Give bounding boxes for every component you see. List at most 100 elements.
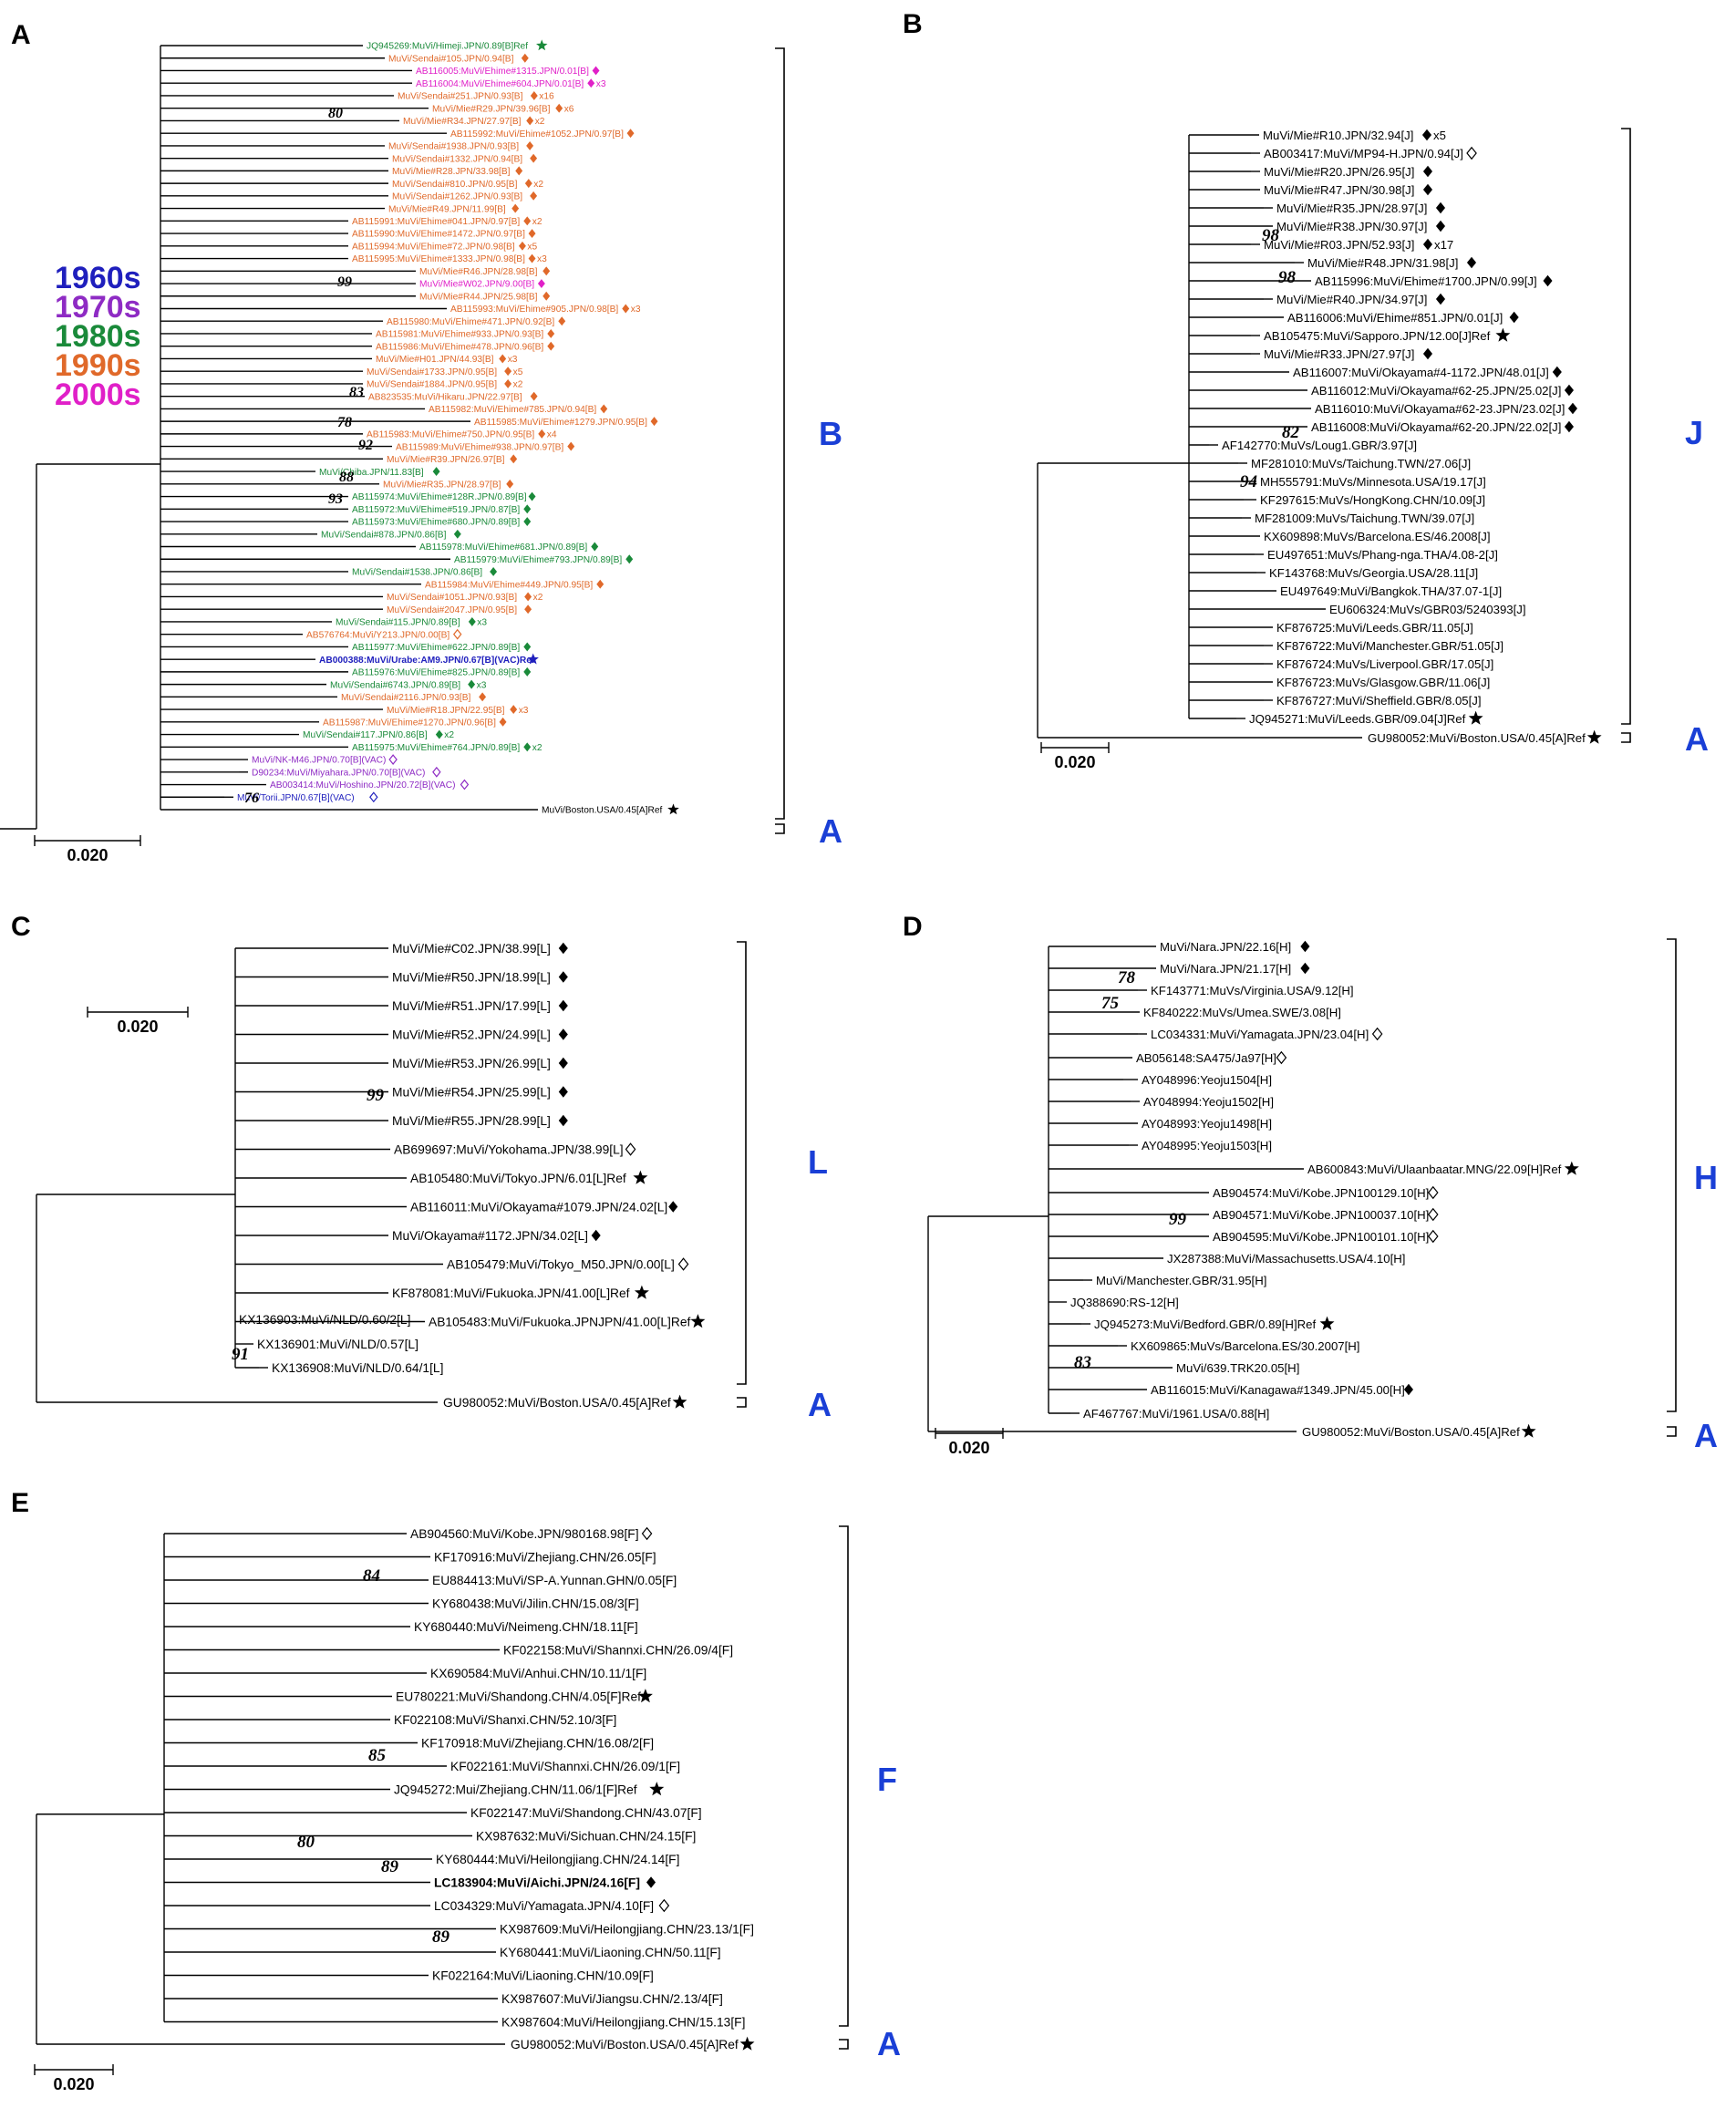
sample-diamond-icon	[510, 454, 518, 464]
leaf-label: AB115984:MuVi/Ehime#449.JPN/0.95[B]	[425, 580, 593, 590]
leaf-label: MuVi/639.TRK20.05[H]	[1176, 1361, 1299, 1375]
sample-diamond-icon	[558, 971, 568, 983]
leaf-label: KF022147:MuVi/Shandong.CHN/43.07[F]	[470, 1806, 702, 1820]
leaf-label: AB116007:MuVi/Okayama#4-1172.JPN/48.01[J…	[1293, 366, 1549, 379]
genotype-label: A	[877, 2025, 901, 2062]
sample-count: x2	[513, 380, 523, 390]
scale-bar-label: 0.020	[67, 846, 108, 864]
sample-diamond-icon	[558, 1057, 568, 1070]
bootstrap-value: 93	[328, 491, 343, 507]
legend-item-1960s: 1960s	[55, 261, 141, 295]
leaf-label: AB115991:MuVi/Ehime#041.JPN/0.97[B]	[352, 217, 520, 227]
sample-diamond-icon	[506, 479, 514, 489]
bootstrap-value: 94	[1240, 472, 1257, 491]
leaf-label: KY680441:MuVi/Liaoning.CHN/50.11[F]	[500, 1946, 721, 1959]
leaf-label: KY680438:MuVi/Jilin.CHN/15.08/3[F]	[432, 1596, 639, 1610]
sample-diamond-icon	[523, 642, 532, 652]
leaf-label: GU980052:MuVi/Boston.USA/0.45[A]Ref	[1302, 1425, 1520, 1439]
genotype-label: A	[1685, 720, 1709, 758]
leaf-label: JQ945271:MuVi/Leeds.GBR/09.04[J]Ref	[1249, 712, 1466, 726]
leaf-label: KF143771:MuVs/Virginia.USA/9.12[H]	[1151, 984, 1354, 997]
leaf-label: AB105480:MuVi/Tokyo.JPN/6.01[L]Ref	[410, 1172, 626, 1185]
open-diamond-icon	[1427, 1229, 1439, 1244]
leaf-label: MuVi/Sendai#878.JPN/0.86[B]	[321, 530, 447, 540]
leaf-label: AB056148:SA475/Ja97[H]	[1136, 1051, 1276, 1065]
leaf-label: MuVi/Mie#R54.JPN/25.99[L]	[392, 1085, 551, 1099]
leaf-label: MuVi/Mie#R50.JPN/18.99[L]	[392, 970, 551, 984]
sample-diamond-icon	[1300, 962, 1310, 975]
reference-star-icon	[1564, 1161, 1579, 1175]
leaf-label: MuVi/Sendai#1332.JPN/0.94[B]	[392, 154, 522, 164]
panel-label-E: E	[11, 1488, 29, 1518]
leaf-label: GU980052:MuVi/Boston.USA/0.45[A]Ref	[511, 2038, 739, 2051]
sample-diamond-icon	[650, 417, 658, 427]
leaf-label: MuVi/Mie#R34.JPN/27.97[B]	[403, 117, 522, 127]
leaf-label: MuVi/Mie#R35.JPN/28.97[B]	[383, 480, 501, 490]
leaf-label: KF297615:MuVs/HongKong.CHN/10.09[J]	[1260, 493, 1485, 507]
open-diamond-icon	[1371, 1027, 1383, 1041]
sample-diamond-icon	[587, 78, 595, 88]
bootstrap-value: 89	[432, 1927, 450, 1947]
leaf-label: AB115995:MuVi/Ehime#1333.JPN/0.98[B]	[352, 254, 525, 264]
leaf-label: MuVi/Mie#R33.JPN/27.97[J]	[1264, 347, 1414, 361]
sample-diamond-icon	[542, 291, 551, 301]
sample-diamond-icon	[555, 103, 563, 113]
leaf-label: MuVi/Nara.JPN/21.17[H]	[1160, 962, 1291, 976]
reference-star-icon	[1495, 327, 1511, 342]
sample-diamond-icon	[432, 467, 440, 477]
sample-diamond-icon	[1422, 165, 1433, 178]
sample-count: x6	[564, 104, 574, 114]
reference-star-icon	[1586, 729, 1602, 744]
leaf-label: MuVi/Mie#R44.JPN/25.98[B]	[419, 292, 538, 302]
leaf-label: AB115980:MuVi/Ehime#471.JPN/0.92[B]	[387, 317, 554, 327]
leaf-label: MuVi/Sendai#810.JPN/0.95[B]	[392, 180, 518, 190]
sample-diamond-icon	[1552, 366, 1562, 378]
sample-diamond-icon	[523, 517, 532, 526]
sample-diamond-icon	[512, 203, 520, 213]
bootstrap-value: 99	[337, 274, 352, 290]
legend-item-1970s: 1970s	[55, 290, 141, 325]
leaf-label: MuVi/Mie#R10.JPN/32.94[J]	[1263, 129, 1413, 142]
open-diamond-icon	[1276, 1050, 1287, 1065]
sample-diamond-icon	[1422, 347, 1433, 360]
leaf-label: MuVi/Sendai#1538.JPN/0.86[B]	[352, 568, 482, 578]
sample-count: x2	[533, 593, 543, 603]
sample-diamond-icon	[521, 53, 529, 63]
sample-diamond-icon	[510, 705, 518, 715]
sample-count: x2	[532, 217, 542, 227]
leaf-label: D90234:MuVi/Miyahara.JPN/0.70[B](VAC)	[252, 768, 425, 778]
scale-bar-label: 0.020	[1054, 753, 1095, 771]
leaf-label: MuVi/Mie#R51.JPN/17.99[L]	[392, 999, 551, 1013]
scale-bar-label: 0.020	[948, 1439, 989, 1457]
leaf-label: AB003417:MuVi/MP94-H.JPN/0.94[J]	[1264, 147, 1463, 160]
sample-diamond-icon	[524, 179, 532, 189]
sample-count: x2	[535, 117, 545, 127]
reference-star-icon	[637, 1689, 653, 1703]
sample-diamond-icon	[1543, 274, 1553, 287]
bootstrap-value: 85	[368, 1746, 387, 1765]
leaf-label: KX987604:MuVi/Heilongjiang.CHN/15.13[F]	[501, 2015, 745, 2029]
leaf-label: EU780221:MuVi/Shandong.CHN/4.05[F]Ref	[396, 1690, 641, 1703]
reference-star-icon	[649, 1782, 665, 1796]
reference-star-icon	[672, 1394, 687, 1409]
leaf-label: AB115992:MuVi/Ehime#1052.JPN/0.97[B]	[450, 129, 624, 140]
leaf-label: KX609865:MuVs/Barcelona.ES/30.2007[H]	[1131, 1339, 1359, 1353]
leaf-label: EU606324:MuVs/GBR03/5240393[J]	[1329, 603, 1526, 616]
outgroup-bracket	[737, 1397, 747, 1408]
reference-star-icon	[634, 1285, 649, 1299]
leaf-label: AB116015:MuVi/Kanagawa#1349.JPN/45.00[H]	[1151, 1383, 1405, 1397]
sample-diamond-icon	[523, 742, 532, 752]
leaf-label: GU980052:MuVi/Boston.USA/0.45[A]Ref	[443, 1396, 671, 1410]
leaf-label: EU497649:MuVi/Bangkok.THA/37.07-1[J]	[1280, 584, 1502, 598]
bootstrap-value: 98	[1278, 268, 1297, 287]
leaf-label: AY048995:Yeoju1503[H]	[1142, 1139, 1272, 1152]
leaf-label: KX987607:MuVi/Jiangsu.CHN/2.13/4[F]	[501, 1992, 723, 2006]
sample-diamond-icon	[524, 604, 532, 615]
leaf-label: MuVi/Manchester.GBR/31.95[H]	[1096, 1274, 1266, 1287]
leaf-label: KF022108:MuVi/Shanxi.CHN/52.10/3[F]	[394, 1713, 616, 1727]
outgroup-bracket	[775, 823, 785, 834]
sample-diamond-icon	[499, 717, 507, 727]
leaf-label: JX287388:MuVi/Massachusetts.USA/4.10[H]	[1167, 1252, 1405, 1266]
sample-diamond-icon	[1564, 384, 1574, 397]
sample-diamond-icon	[1509, 311, 1519, 324]
